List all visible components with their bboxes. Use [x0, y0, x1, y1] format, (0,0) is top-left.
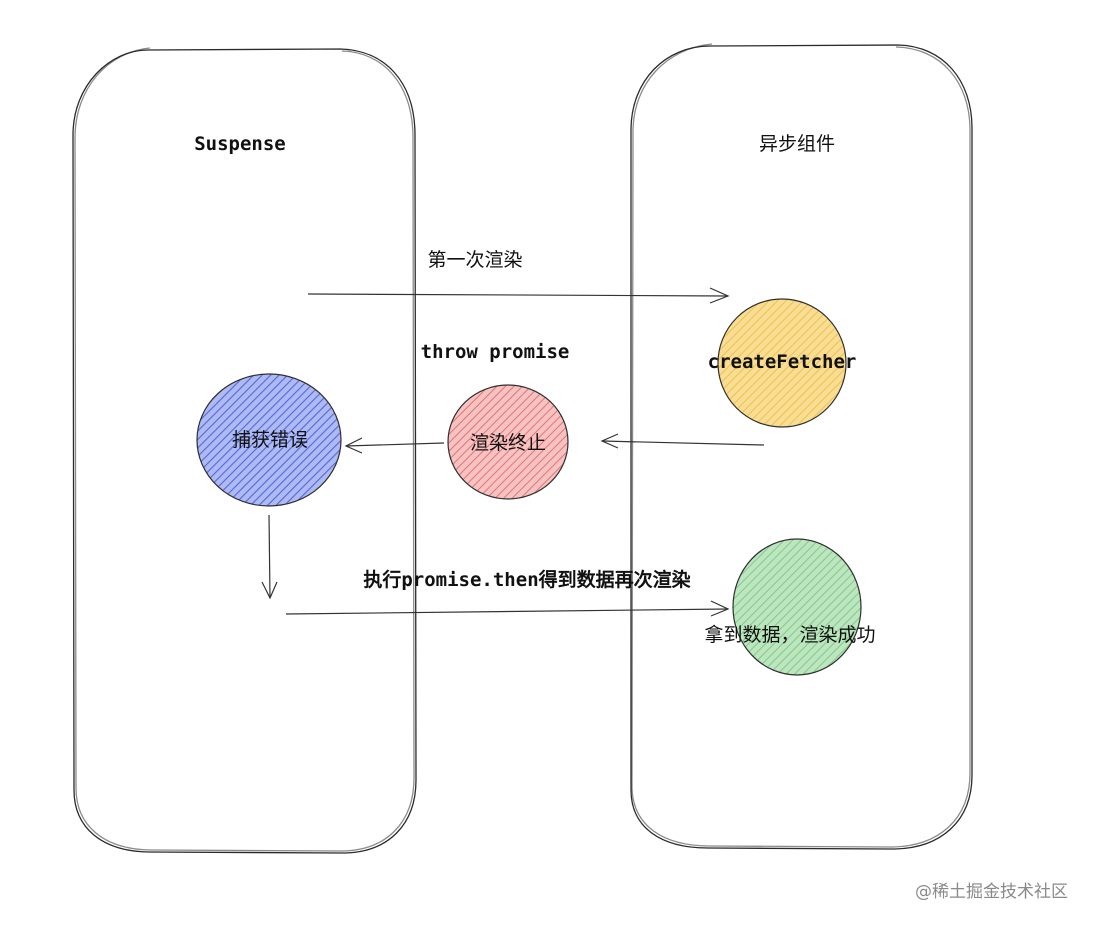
edge-stop-to-catch — [344, 437, 445, 454]
first-render-label: 第一次渲染 — [427, 249, 522, 271]
catch-down-arrowhead — [261, 581, 278, 600]
render-stop-node: 渲染终止 — [447, 384, 569, 500]
catch-error-label: 捕获错误 — [232, 429, 308, 451]
first-render-arrowhead — [709, 287, 730, 304]
first-render-arrow-line — [307, 293, 729, 297]
rerender-label: 执行promise.then得到数据再次渲染 — [363, 568, 690, 591]
create-fetcher-node: createFetcher — [708, 298, 857, 428]
edge-throw-promise: throw promise — [421, 341, 765, 449]
edge-first-render: 第一次渲染 — [307, 249, 730, 304]
throw-promise-arrowhead — [600, 433, 619, 449]
async-component-title: 异步组件 — [759, 133, 835, 155]
watermark: @稀土掘金技术社区 — [915, 882, 1068, 902]
render-stop-label: 渲染终止 — [470, 432, 546, 454]
render-success-node: 拿到数据，渲染成功 — [704, 538, 876, 676]
suspense-container: Suspense — [72, 47, 417, 854]
render-success-label: 拿到数据，渲染成功 — [704, 623, 875, 646]
rerender-arrow-line — [285, 608, 729, 615]
async-component-container: 异步组件 — [630, 43, 973, 850]
throw-promise-arrow-line — [601, 440, 765, 446]
edge-catch-down — [261, 514, 278, 600]
rerender-arrowhead — [710, 600, 730, 617]
throw-promise-label: throw promise — [421, 341, 570, 363]
stop-to-catch-arrow-line — [345, 442, 445, 447]
catch-down-arrow-line — [268, 514, 271, 599]
catch-error-node: 捕获错误 — [196, 373, 342, 507]
create-fetcher-label: createFetcher — [708, 351, 857, 373]
edge-rerender: 执行promise.then得到数据再次渲染 — [285, 568, 730, 617]
suspense-title: Suspense — [194, 133, 286, 155]
stop-to-catch-arrowhead — [344, 437, 363, 454]
